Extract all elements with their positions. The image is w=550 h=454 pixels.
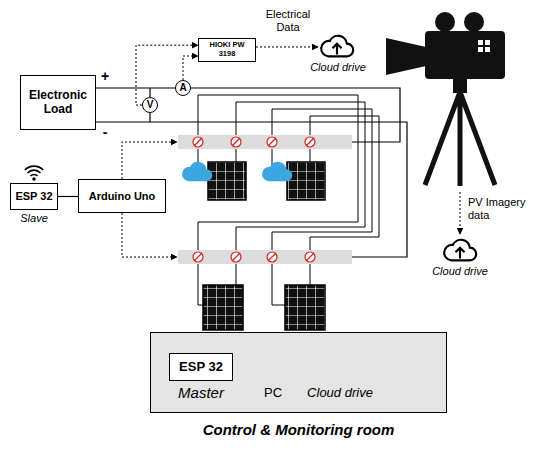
cloud-icon <box>182 162 212 181</box>
voltmeter-circle: V <box>142 97 158 113</box>
terminal-sign: - <box>99 124 111 140</box>
relay-wiring <box>198 95 379 305</box>
cloud-icon <box>262 162 292 181</box>
camera-icon <box>386 12 505 186</box>
controller-box: Arduino Uno <box>78 179 166 213</box>
control-line <box>122 213 177 257</box>
ammeter-circle: A <box>175 80 191 96</box>
positive-wire <box>191 88 400 142</box>
cloud-caption: Cloud drive <box>303 61 373 74</box>
box-label: Arduino Uno <box>89 190 156 203</box>
box-label: ESP 32 <box>179 360 223 375</box>
control-line <box>122 142 177 179</box>
controller-box: ESP 32Master <box>169 353 233 381</box>
load-box: Electronic Load <box>20 75 96 130</box>
upload-arrow <box>460 192 461 234</box>
box-label: A <box>179 82 186 94</box>
cloud-caption: Cloud drive <box>420 265 500 278</box>
pc-caption: PC <box>260 386 286 401</box>
wire <box>58 196 78 197</box>
controller-box: ESP 32Slave <box>10 183 58 210</box>
upload-arrow <box>256 47 318 48</box>
box-label: V <box>147 99 154 111</box>
box-label: HIOKI PW 3198 <box>205 41 249 58</box>
signal-line <box>136 45 198 105</box>
meter-box: HIOKI PW 3198 <box>198 38 256 62</box>
box-caption: Slave <box>1 212 67 225</box>
wifi-icon <box>25 166 43 181</box>
wire <box>96 87 175 88</box>
data-caption: Electrical Data <box>256 8 320 33</box>
box-caption: Master <box>150 384 252 401</box>
box-label: Electronic Load <box>25 89 91 117</box>
cloud-upload-icon <box>444 240 476 261</box>
room-band: ESP 32MasterControl & Monitoring room <box>150 332 447 413</box>
relay-bar <box>178 250 352 264</box>
cloud-caption: Cloud drive <box>300 386 380 401</box>
pv-panels <box>203 162 325 330</box>
box-label: ESP 32 <box>15 190 52 203</box>
box-caption: Control & Monitoring room <box>131 421 466 438</box>
cloud-upload-icon <box>321 36 353 57</box>
terminal-sign: + <box>99 68 111 84</box>
relay-bar <box>178 135 352 149</box>
data-caption: PV Imagery data <box>468 196 538 221</box>
signal-line <box>183 56 198 80</box>
